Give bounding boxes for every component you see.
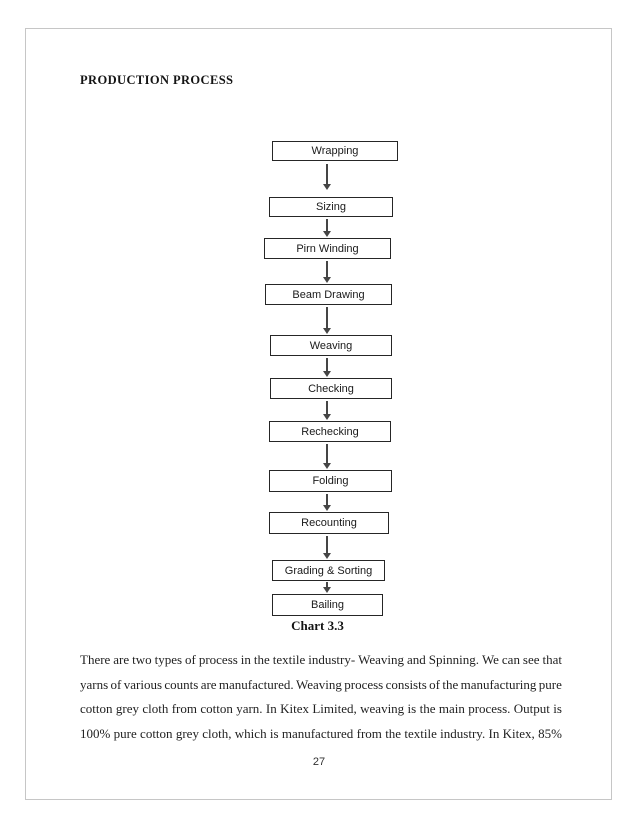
flow-step-grading-sorting: Grading & Sorting [272, 560, 385, 581]
down-arrow-icon [322, 494, 332, 511]
down-arrow-icon [322, 164, 332, 190]
down-arrow-icon [322, 536, 332, 559]
down-arrow-icon [322, 261, 332, 283]
down-arrow-icon [322, 307, 332, 334]
chart-caption: Chart 3.3 [291, 618, 344, 633]
down-arrow-icon [322, 219, 332, 237]
down-arrow-icon [322, 358, 332, 377]
flow-step-pirn-winding: Pirn Winding [264, 238, 391, 259]
flow-step-recounting: Recounting [269, 512, 389, 534]
down-arrow-icon [322, 444, 332, 469]
flow-step-folding: Folding [269, 470, 392, 492]
flow-step-sizing: Sizing [269, 197, 393, 217]
down-arrow-icon [322, 582, 332, 593]
flow-step-beam-drawing: Beam Drawing [265, 284, 392, 305]
flow-step-bailing: Bailing [272, 594, 383, 616]
page-border [25, 28, 612, 800]
page-number: 27 [312, 756, 326, 768]
flow-step-rechecking: Rechecking [269, 421, 391, 442]
flow-step-checking: Checking [270, 378, 392, 399]
down-arrow-icon [322, 401, 332, 420]
flow-step-weaving: Weaving [270, 335, 392, 356]
page-title: PRODUCTION PROCESS [80, 73, 234, 87]
flow-step-wrapping: Wrapping [272, 141, 398, 161]
